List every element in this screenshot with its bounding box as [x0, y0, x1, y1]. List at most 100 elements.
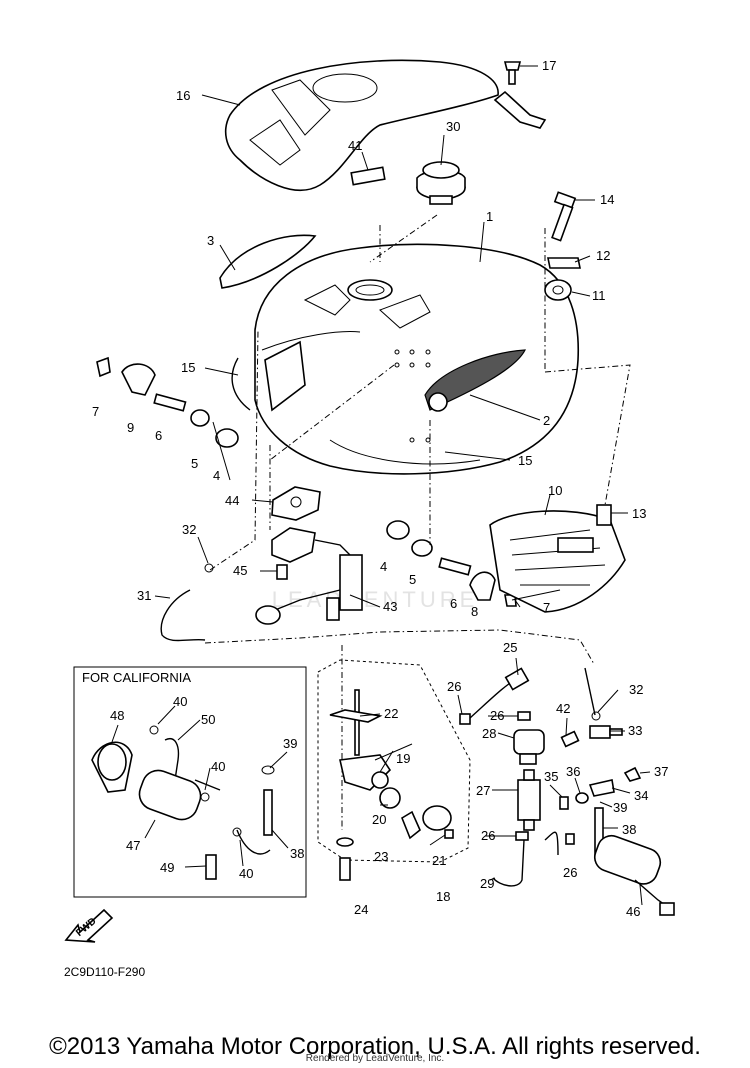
collar-13: [596, 504, 612, 526]
california-box-title: FOR CALIFORNIA: [82, 670, 191, 685]
callout-4: 4: [213, 468, 220, 483]
callout-1: 1: [486, 209, 493, 224]
callout-20: 20: [372, 812, 386, 827]
fuel-tank-diagram: LEADVENTURE: [64, 58, 675, 979]
fitting-33: [589, 725, 623, 739]
callout-36: 36: [566, 764, 580, 779]
callout-12: 12: [596, 248, 610, 263]
callout-28: 28: [482, 726, 496, 741]
breather-hose: [231, 357, 251, 411]
screw-37: [623, 766, 642, 782]
fwd-arrow: FWD: [64, 908, 114, 943]
callout-50: 50: [201, 712, 215, 727]
copyright-notice: ©2013 Yamaha Motor Corporation, U.S.A. A…: [49, 1033, 701, 1060]
callout-46: 46: [626, 904, 640, 919]
damper: [544, 279, 572, 301]
fuel-filter: [517, 769, 541, 831]
callout-41: 41: [348, 138, 362, 153]
fuel-pump-28: [513, 729, 545, 765]
callout-37: 37: [654, 764, 668, 779]
callout-9: 9: [127, 420, 134, 435]
callout-24: 24: [354, 902, 368, 917]
heat-shield: [489, 510, 626, 613]
callout-26: 26: [490, 708, 504, 723]
callout-6: 6: [155, 428, 162, 443]
california-parts: [91, 725, 275, 880]
clip-26d: [565, 833, 575, 845]
gasket: [271, 486, 321, 521]
callout-8: 8: [471, 604, 478, 619]
callout-48: 48: [110, 708, 124, 723]
callout-33: 33: [628, 723, 642, 738]
washer-36: [575, 792, 589, 804]
callout-45: 45: [233, 563, 247, 578]
callout-15: 15: [518, 453, 532, 468]
callout-numbers: 1 2 3 4 4 5 5 6 6 7 7 8 9 10 11 12 13 14…: [92, 58, 668, 919]
callout-32: 32: [182, 522, 196, 537]
callout-39: 39: [283, 736, 297, 751]
callout-38: 38: [622, 822, 636, 837]
callout-34: 34: [634, 788, 648, 803]
callout-13: 13: [632, 506, 646, 521]
callout-44: 44: [225, 493, 239, 508]
watermark-text: LEADVENTURE: [272, 587, 479, 612]
callout-11: 11: [592, 288, 606, 303]
callout-4: 4: [380, 559, 387, 574]
fuel-cap: [416, 161, 466, 205]
callout-10: 10: [548, 483, 562, 498]
callout-47: 47: [126, 838, 140, 853]
callout-40: 40: [239, 866, 253, 881]
callout-25: 25: [503, 640, 517, 655]
knee-pad: [219, 234, 317, 289]
left-fasteners: [96, 356, 239, 448]
diagram-code: 2C9D110-F290: [64, 965, 145, 979]
bracket-34: [588, 779, 615, 797]
screw-45: [276, 564, 288, 580]
washer-23: [336, 837, 354, 847]
callout-21: 21: [432, 853, 446, 868]
callout-40: 40: [173, 694, 187, 709]
screw-24: [339, 857, 351, 881]
callout-15: 15: [181, 360, 195, 375]
callout-38: 38: [290, 846, 304, 861]
callout-17: 17: [542, 58, 556, 73]
callout-43: 43: [383, 599, 397, 614]
callout-14: 14: [600, 192, 614, 207]
warning-label: [350, 166, 386, 186]
right-fasteners: [386, 520, 517, 607]
bolt: [493, 61, 547, 129]
callout-18: 18: [436, 889, 450, 904]
callout-42: 42: [556, 701, 570, 716]
callout-26: 26: [563, 865, 577, 880]
california-box: [73, 666, 307, 898]
clip-26c: [515, 831, 529, 841]
canister-46: [593, 834, 675, 916]
callout-49: 49: [160, 860, 174, 875]
callout-27: 27: [476, 783, 490, 798]
callout-29: 29: [480, 876, 494, 891]
callout-22: 22: [384, 706, 398, 721]
fuel-sender: [255, 527, 363, 625]
callout-7: 7: [92, 404, 99, 419]
leader-lines: [111, 65, 651, 906]
callout-32: 32: [629, 682, 643, 697]
callout-40: 40: [211, 759, 225, 774]
callout-3: 3: [207, 233, 214, 248]
clip-26b: [517, 711, 531, 721]
screw-35: [559, 796, 569, 810]
tank-top-cover: [224, 59, 499, 191]
collar: [547, 257, 581, 269]
callout-5: 5: [191, 456, 198, 471]
drain-hose: [160, 589, 206, 642]
callout-6: 6: [450, 596, 457, 611]
callout-35: 35: [544, 769, 558, 784]
callout-16: 16: [176, 88, 190, 103]
bolt-14: [551, 191, 577, 242]
valve-42: [560, 730, 580, 748]
callout-7: 7: [543, 600, 550, 615]
callout-39: 39: [613, 800, 627, 815]
callout-23: 23: [374, 849, 388, 864]
callout-26: 26: [481, 828, 495, 843]
fuel-tank: [254, 243, 580, 475]
